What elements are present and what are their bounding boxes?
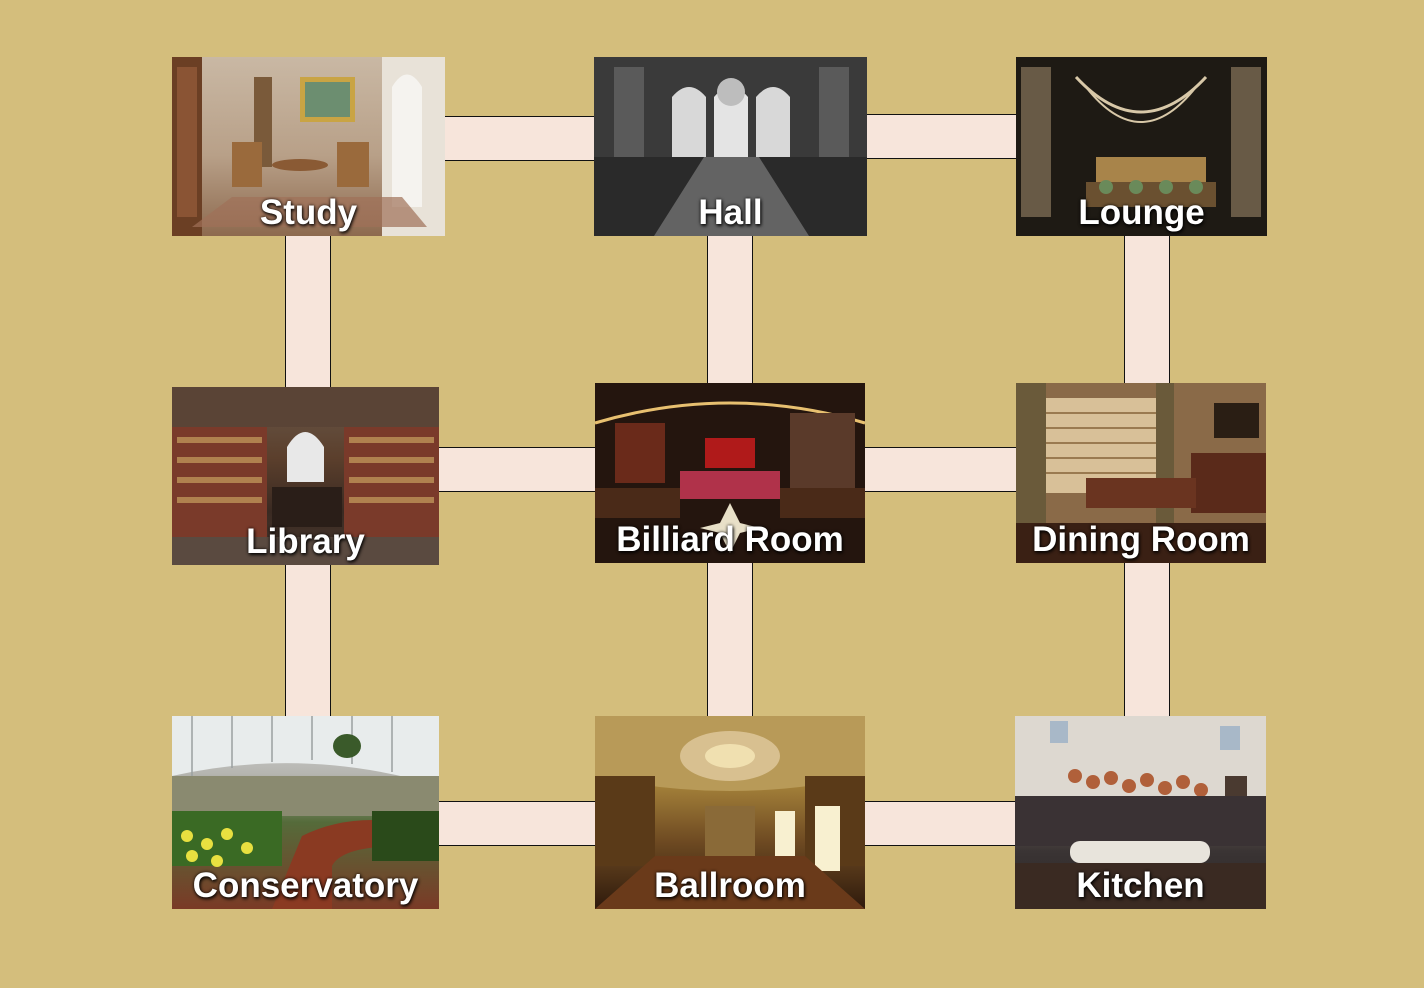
room-dining-room[interactable]: Dining Room xyxy=(1016,383,1266,563)
corridor-library-billiard-room xyxy=(436,447,598,492)
corridor-study-library xyxy=(285,234,331,390)
corridor-study-hall xyxy=(442,116,598,161)
corridor-ballroom-kitchen xyxy=(862,801,1018,846)
room-ballroom[interactable]: Ballroom xyxy=(595,716,865,909)
room-label-library: Library xyxy=(246,522,365,561)
ballroom-photo xyxy=(595,716,865,909)
hall-photo xyxy=(594,57,867,236)
room-label-conservatory: Conservatory xyxy=(192,866,419,905)
room-label-hall: Hall xyxy=(698,193,763,232)
room-label-ballroom: Ballroom xyxy=(654,866,806,905)
room-label-lounge: Lounge xyxy=(1078,193,1205,232)
room-study[interactable]: Study xyxy=(172,57,445,236)
kitchen-photo xyxy=(1015,716,1266,909)
corridor-billiard-room-ballroom xyxy=(707,560,753,719)
room-label-kitchen: Kitchen xyxy=(1076,866,1205,905)
room-kitchen[interactable]: Kitchen xyxy=(1015,716,1266,909)
corridor-lounge-dining-room xyxy=(1124,234,1170,386)
dining-room-photo xyxy=(1016,383,1266,563)
room-label-billiard-room: Billiard Room xyxy=(616,520,844,559)
corridor-dining-room-kitchen xyxy=(1124,560,1170,719)
lounge-photo xyxy=(1016,57,1267,236)
library-photo xyxy=(172,387,439,565)
corridor-hall-lounge xyxy=(864,114,1019,159)
room-label-dining-room: Dining Room xyxy=(1032,520,1250,559)
room-lounge[interactable]: Lounge xyxy=(1016,57,1267,236)
room-conservatory[interactable]: Conservatory xyxy=(172,716,439,909)
corridor-billiard-room-dining-room xyxy=(862,447,1019,492)
corridor-library-conservatory xyxy=(285,562,331,719)
conservatory-photo xyxy=(172,716,439,909)
room-label-study: Study xyxy=(259,193,358,232)
room-hall[interactable]: Hall xyxy=(594,57,867,236)
corridor-conservatory-ballroom xyxy=(436,801,598,846)
room-library[interactable]: Library xyxy=(172,387,439,565)
billiard-room-photo xyxy=(595,383,865,563)
study-photo xyxy=(172,57,445,236)
corridor-hall-billiard-room xyxy=(707,234,753,386)
room-billiard-room[interactable]: Billiard Room xyxy=(595,383,865,563)
